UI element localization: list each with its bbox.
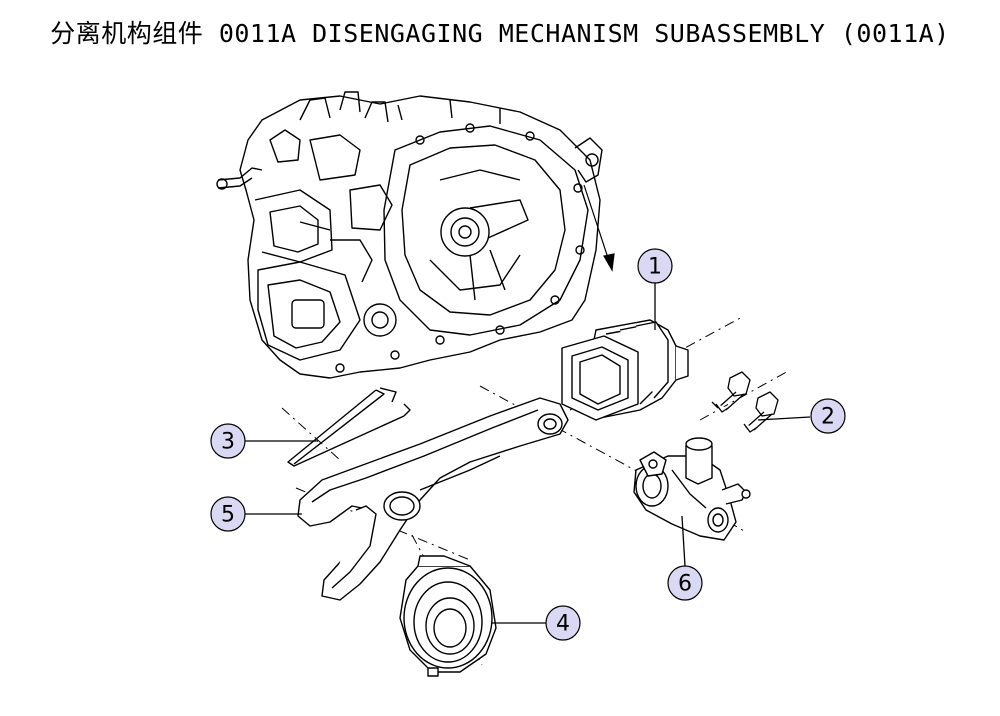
part-5-release-fork — [297, 397, 569, 601]
part-1-dust-boot — [561, 319, 689, 421]
callout-2: 2 — [810, 398, 846, 434]
part-6-slave-cylinder — [633, 437, 751, 541]
callout-5-label: 5 — [221, 503, 235, 528]
part-4-release-bearing — [399, 555, 497, 677]
callout-6-label: 6 — [678, 572, 692, 597]
callout-4-label: 4 — [556, 612, 570, 637]
callout-5: 5 — [210, 496, 246, 532]
part-2-bolts — [711, 371, 779, 433]
assembly-arrow — [583, 184, 615, 272]
callout-6: 6 — [667, 565, 703, 601]
transmission-housing — [216, 91, 603, 379]
callout-3: 3 — [210, 423, 246, 459]
part-3-retaining-spring — [287, 387, 411, 467]
callout-2-label: 2 — [821, 405, 835, 430]
leader-lines — [245, 283, 811, 624]
callout-4: 4 — [545, 605, 581, 641]
page-title: 分离机构组件 0011A DISENGAGING MECHANISM SUBAS… — [50, 19, 950, 48]
callout-1: 1 — [637, 248, 673, 284]
callout-1-label: 1 — [648, 255, 662, 280]
callout-3-label: 3 — [221, 430, 235, 455]
